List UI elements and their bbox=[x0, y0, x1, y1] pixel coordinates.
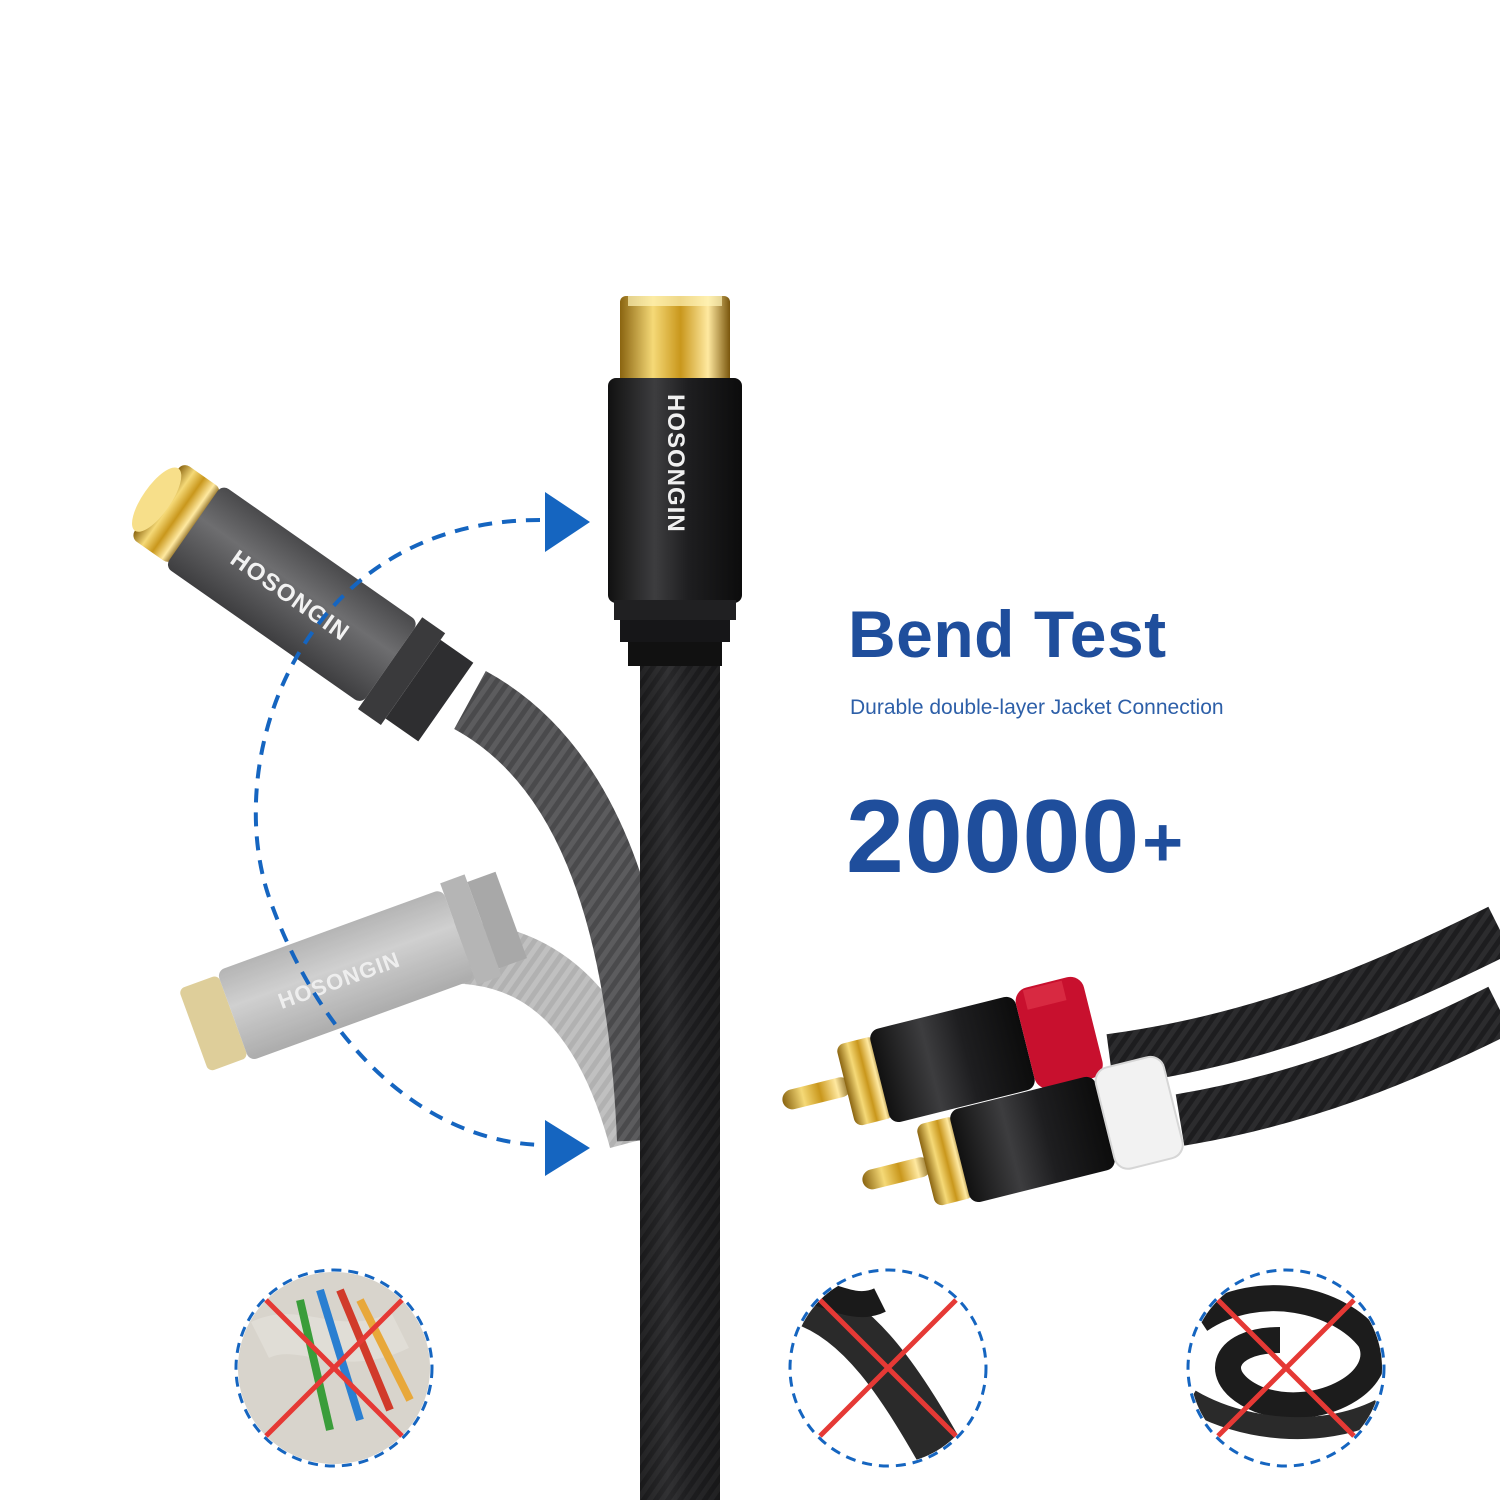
main-cable: HOSONGIN bbox=[608, 296, 742, 1500]
bend-test-heading: Bend Test bbox=[848, 597, 1167, 671]
torn-cable-icon bbox=[788, 1268, 988, 1468]
rca-connectors bbox=[782, 906, 1500, 1206]
bend-count-number: 20000 bbox=[846, 779, 1141, 895]
bend-count: 20000+ bbox=[846, 778, 1184, 897]
bend-count-suffix: + bbox=[1142, 803, 1185, 881]
tangled-cable-icon bbox=[1186, 1268, 1386, 1468]
bend-arrow-icon bbox=[253, 492, 590, 1176]
frayed-wires-icon bbox=[234, 1268, 434, 1468]
main-connector-brand: HOSONGIN bbox=[662, 394, 689, 533]
faded-bent-cable: HOSONGIN bbox=[180, 871, 670, 1149]
bend-test-subheading: Durable double-layer Jacket Connection bbox=[850, 696, 1224, 719]
